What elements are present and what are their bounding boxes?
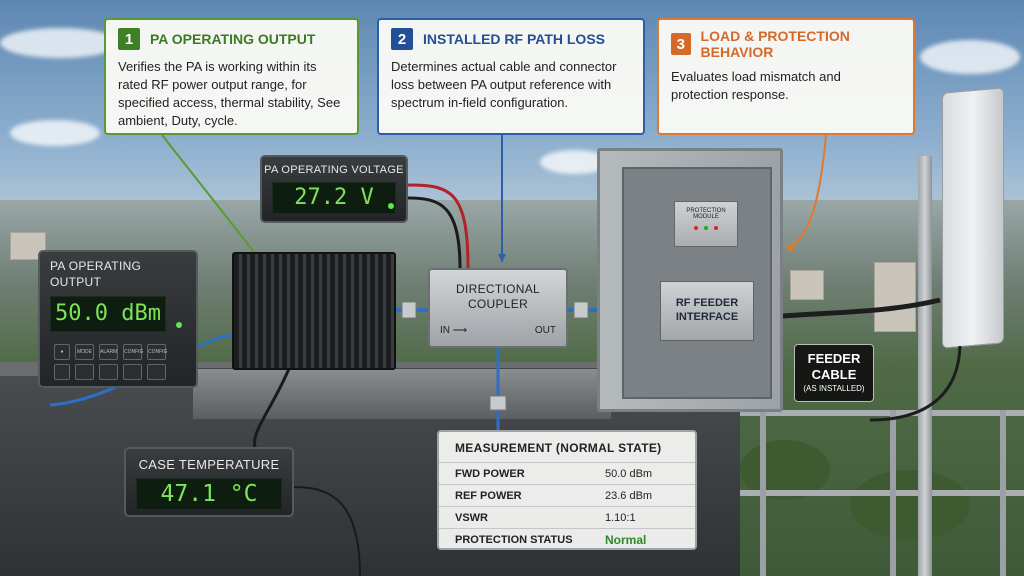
cabinet-interior: PROTECTION MODULE RF FEEDER INTERFACE [622,167,772,399]
protection-cabinet: PROTECTION MODULE RF FEEDER INTERFACE [597,148,783,412]
measurement-key: VSWR [455,511,488,524]
callout-installed-rf-path-loss: 2 INSTALLED RF PATH LOSS Determines actu… [377,18,645,135]
config-button[interactable]: CONFIG [147,344,167,360]
cloud [0,28,120,58]
callout-pa-operating-output: 1 PA OPERATING OUTPUT Verifies the PA is… [104,18,359,135]
config-button[interactable]: CONFIG [123,344,143,360]
measurement-value: 50.0 dBm [605,467,653,480]
protection-module-label-line2: MODULE [693,214,719,220]
output-power-readout: 50.0 dBm [50,296,166,332]
meter-key[interactable] [99,364,118,380]
meter-button-row: ● MODE ALARM CONFIG CONFIG [54,344,167,360]
feeder-interface-label-line1: RF FEEDER [675,297,739,309]
callout-description: Evaluates load mismatch and protection r… [671,69,841,102]
protection-module: PROTECTION MODULE [674,201,738,247]
railing-bar [740,410,1024,416]
arrow-right-icon: ⟶ [452,325,468,336]
table-row: VSWR 1.10:1 [439,506,695,528]
railing-post [760,410,766,576]
railing-post [1000,410,1006,576]
meter-button-row [54,364,166,380]
rooftop-railing [740,400,1024,576]
measurement-panel: MEASUREMENT (NORMAL STATE) FWD POWER 50.… [437,430,697,550]
feeder-cable-label-line2: CABLE [811,367,857,382]
callout-heading: LOAD & PROTECTION BEHAVIOR [700,28,850,60]
measurement-key: PROTECTION STATUS [455,533,573,546]
coupler-title-line2: COUPLER [467,297,529,311]
meter-key[interactable] [54,364,70,380]
protection-module-label-line1: PROTECTION [686,208,726,214]
callout-title: 3 LOAD & PROTECTION BEHAVIOR [671,28,901,60]
table-row: PROTECTION STATUS Normal [439,528,695,550]
coupler-in-port-label: IN ⟶ [440,325,468,336]
feeder-cable-label-line3: (AS INSTALLED) [803,384,865,393]
callout-title: 2 INSTALLED RF PATH LOSS [391,28,631,50]
tree [850,470,970,540]
callout-number-badge: 2 [391,28,413,50]
pa-voltage-meter: PA OPERATING VOLTAGE 27.2 V [260,155,408,223]
power-button[interactable]: ● [54,344,70,360]
feeder-cable-label: FEEDER CABLE (AS INSTALLED) [794,344,874,402]
temperature-meter-label: CASE TEMPERATURE [138,457,280,472]
measurement-value: 1.10:1 [605,511,636,524]
railing-bar [740,490,1024,496]
callout-number-badge: 1 [118,28,140,50]
callout-load-protection-behavior: 3 LOAD & PROTECTION BEHAVIOR Evaluates l… [657,18,915,135]
table-row: FWD POWER 50.0 dBm [439,462,695,484]
measurement-value: 23.6 dBm [605,489,653,502]
rf-feeder-interface: RF FEEDER INTERFACE [660,281,754,341]
status-led-icon [176,322,182,328]
measurement-key: REF POWER [455,489,522,502]
equipment-platform [192,368,612,420]
voltage-meter-label: PA OPERATING VOLTAGE [264,164,404,176]
building [874,262,916,332]
table-row: REF POWER 23.6 dBm [439,484,695,506]
callout-title: 1 PA OPERATING OUTPUT [118,28,345,50]
callout-heading: PA OPERATING OUTPUT [150,31,316,47]
power-amplifier-heatsink [232,252,396,370]
indicator-leds-icon [675,226,737,232]
measurement-key: FWD POWER [455,467,525,480]
coupler-title-line1: DIRECTIONAL [456,282,540,296]
measurement-title: MEASUREMENT (NORMAL STATE) [455,441,662,455]
temperature-readout: 47.1 °C [136,478,282,510]
callout-number-badge: 3 [671,33,691,55]
antenna-mast [918,156,932,576]
meter-key[interactable] [75,364,94,380]
feeder-cable-label-line1: FEEDER [807,351,861,366]
meter-key[interactable] [123,364,142,380]
callout-heading: INSTALLED RF PATH LOSS [423,31,605,47]
status-led-icon [388,203,394,209]
meter-key[interactable] [147,364,166,380]
callout-description: Determines actual cable and connector lo… [391,59,617,110]
voltage-readout: 27.2 V [272,182,396,214]
coupler-out-port-label: OUT [534,325,556,336]
directional-coupler: DIRECTIONAL COUPLER IN ⟶ OUT [428,268,568,348]
case-temperature-meter: CASE TEMPERATURE 47.1 °C [124,447,294,517]
railing-post [890,410,896,576]
pa-output-power-meter: PA OPERATING OUTPUT (POWER LABEL RANGE) … [38,250,198,388]
cloud [920,40,1020,74]
protection-status-value: Normal [605,532,647,547]
output-meter-label-line1: PA OPERATING OUTPUT [50,259,142,289]
cloud [10,120,100,146]
alarm-button[interactable]: ALARM [99,344,118,360]
feeder-interface-label-line2: INTERFACE [675,311,739,323]
callout-description: Verifies the PA is working within its ra… [118,59,341,128]
panel-antenna [942,87,1004,349]
mode-button[interactable]: MODE [75,344,94,360]
building [790,270,824,300]
